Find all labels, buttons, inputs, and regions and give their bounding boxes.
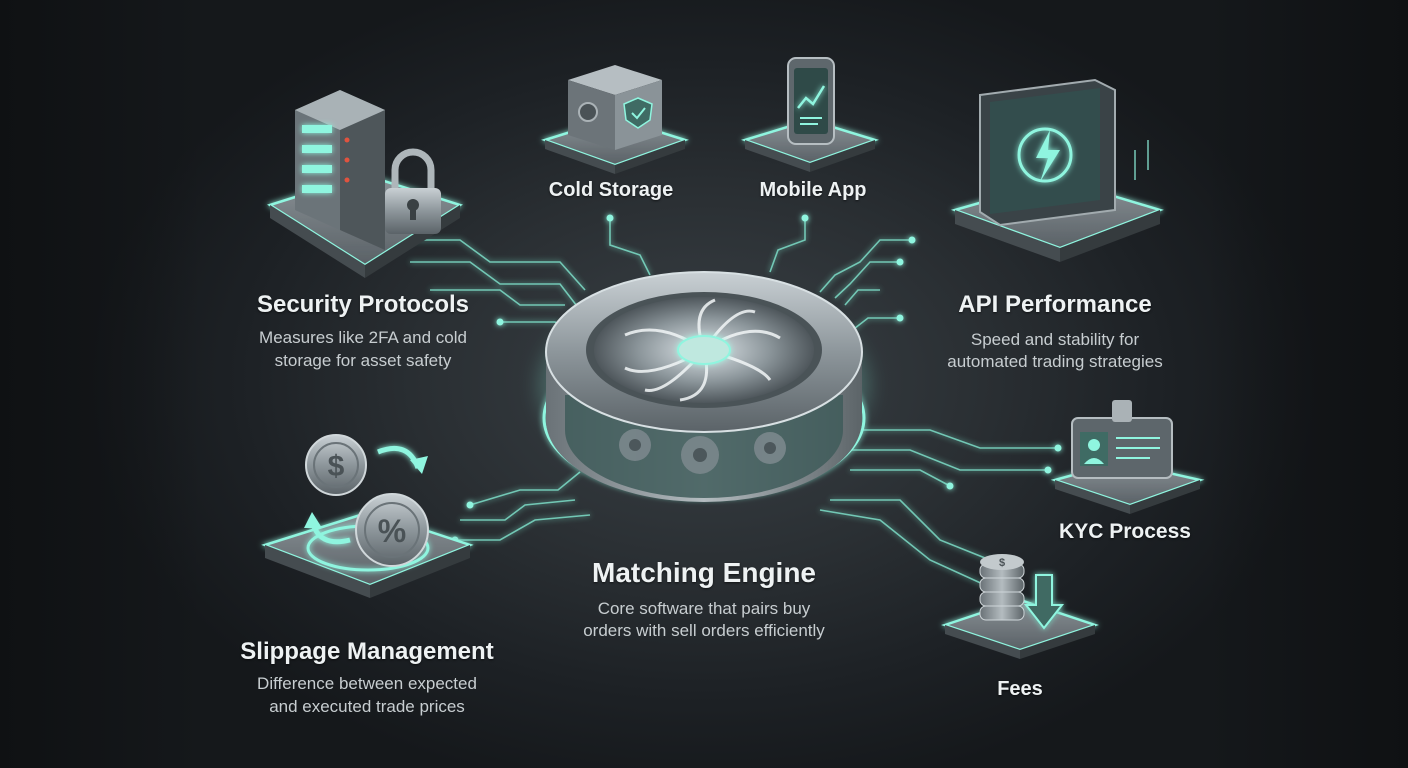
mobile-app-title: Mobile App (759, 179, 867, 201)
kyc-process-title: KYC Process (1059, 520, 1191, 543)
slippage-management-desc-line2: and executed trade prices (269, 697, 465, 716)
fees-dollar-sign: $ (999, 557, 1005, 569)
server-lock-icon (267, 90, 463, 278)
security-protocols-desc-line2: storage for asset safety (274, 351, 452, 370)
slippage-management-title: Slippage Management (240, 638, 494, 665)
circuit-nodes (451, 214, 1062, 544)
cold-storage-title: Cold Storage (548, 179, 674, 201)
security-protocols-desc-line1: Measures like 2FA and cold (259, 328, 467, 347)
matching-engine-title: Matching Engine (592, 557, 816, 588)
coins-exchange-icon: $ % (261, 434, 474, 598)
id-card-icon (1050, 400, 1205, 514)
matching-engine-desc-line1: Core software that pairs buy (597, 599, 811, 618)
slippage-percent-sign: % (378, 513, 406, 549)
slippage-dollar-sign: $ (328, 450, 345, 483)
phone-chart-icon (741, 57, 879, 172)
fees-title: Fees (997, 678, 1043, 700)
slippage-management-desc-line1: Difference between expected (257, 674, 477, 693)
safe-shield-icon (541, 65, 689, 174)
matching-engine-desc-line2: orders with sell orders efficiently (583, 621, 825, 640)
api-performance-title: API Performance (958, 291, 1152, 318)
circuit-lines (400, 218, 1058, 586)
lightning-monitor-icon (950, 78, 1164, 262)
fan-engine-icon (539, 271, 869, 502)
api-performance-desc-line2: automated trading strategies (947, 352, 1163, 371)
api-performance-desc-line1: Speed and stability for (970, 330, 1140, 349)
security-protocols-title: Security Protocols (256, 291, 470, 318)
coin-stack-icon: $ (941, 554, 1099, 659)
